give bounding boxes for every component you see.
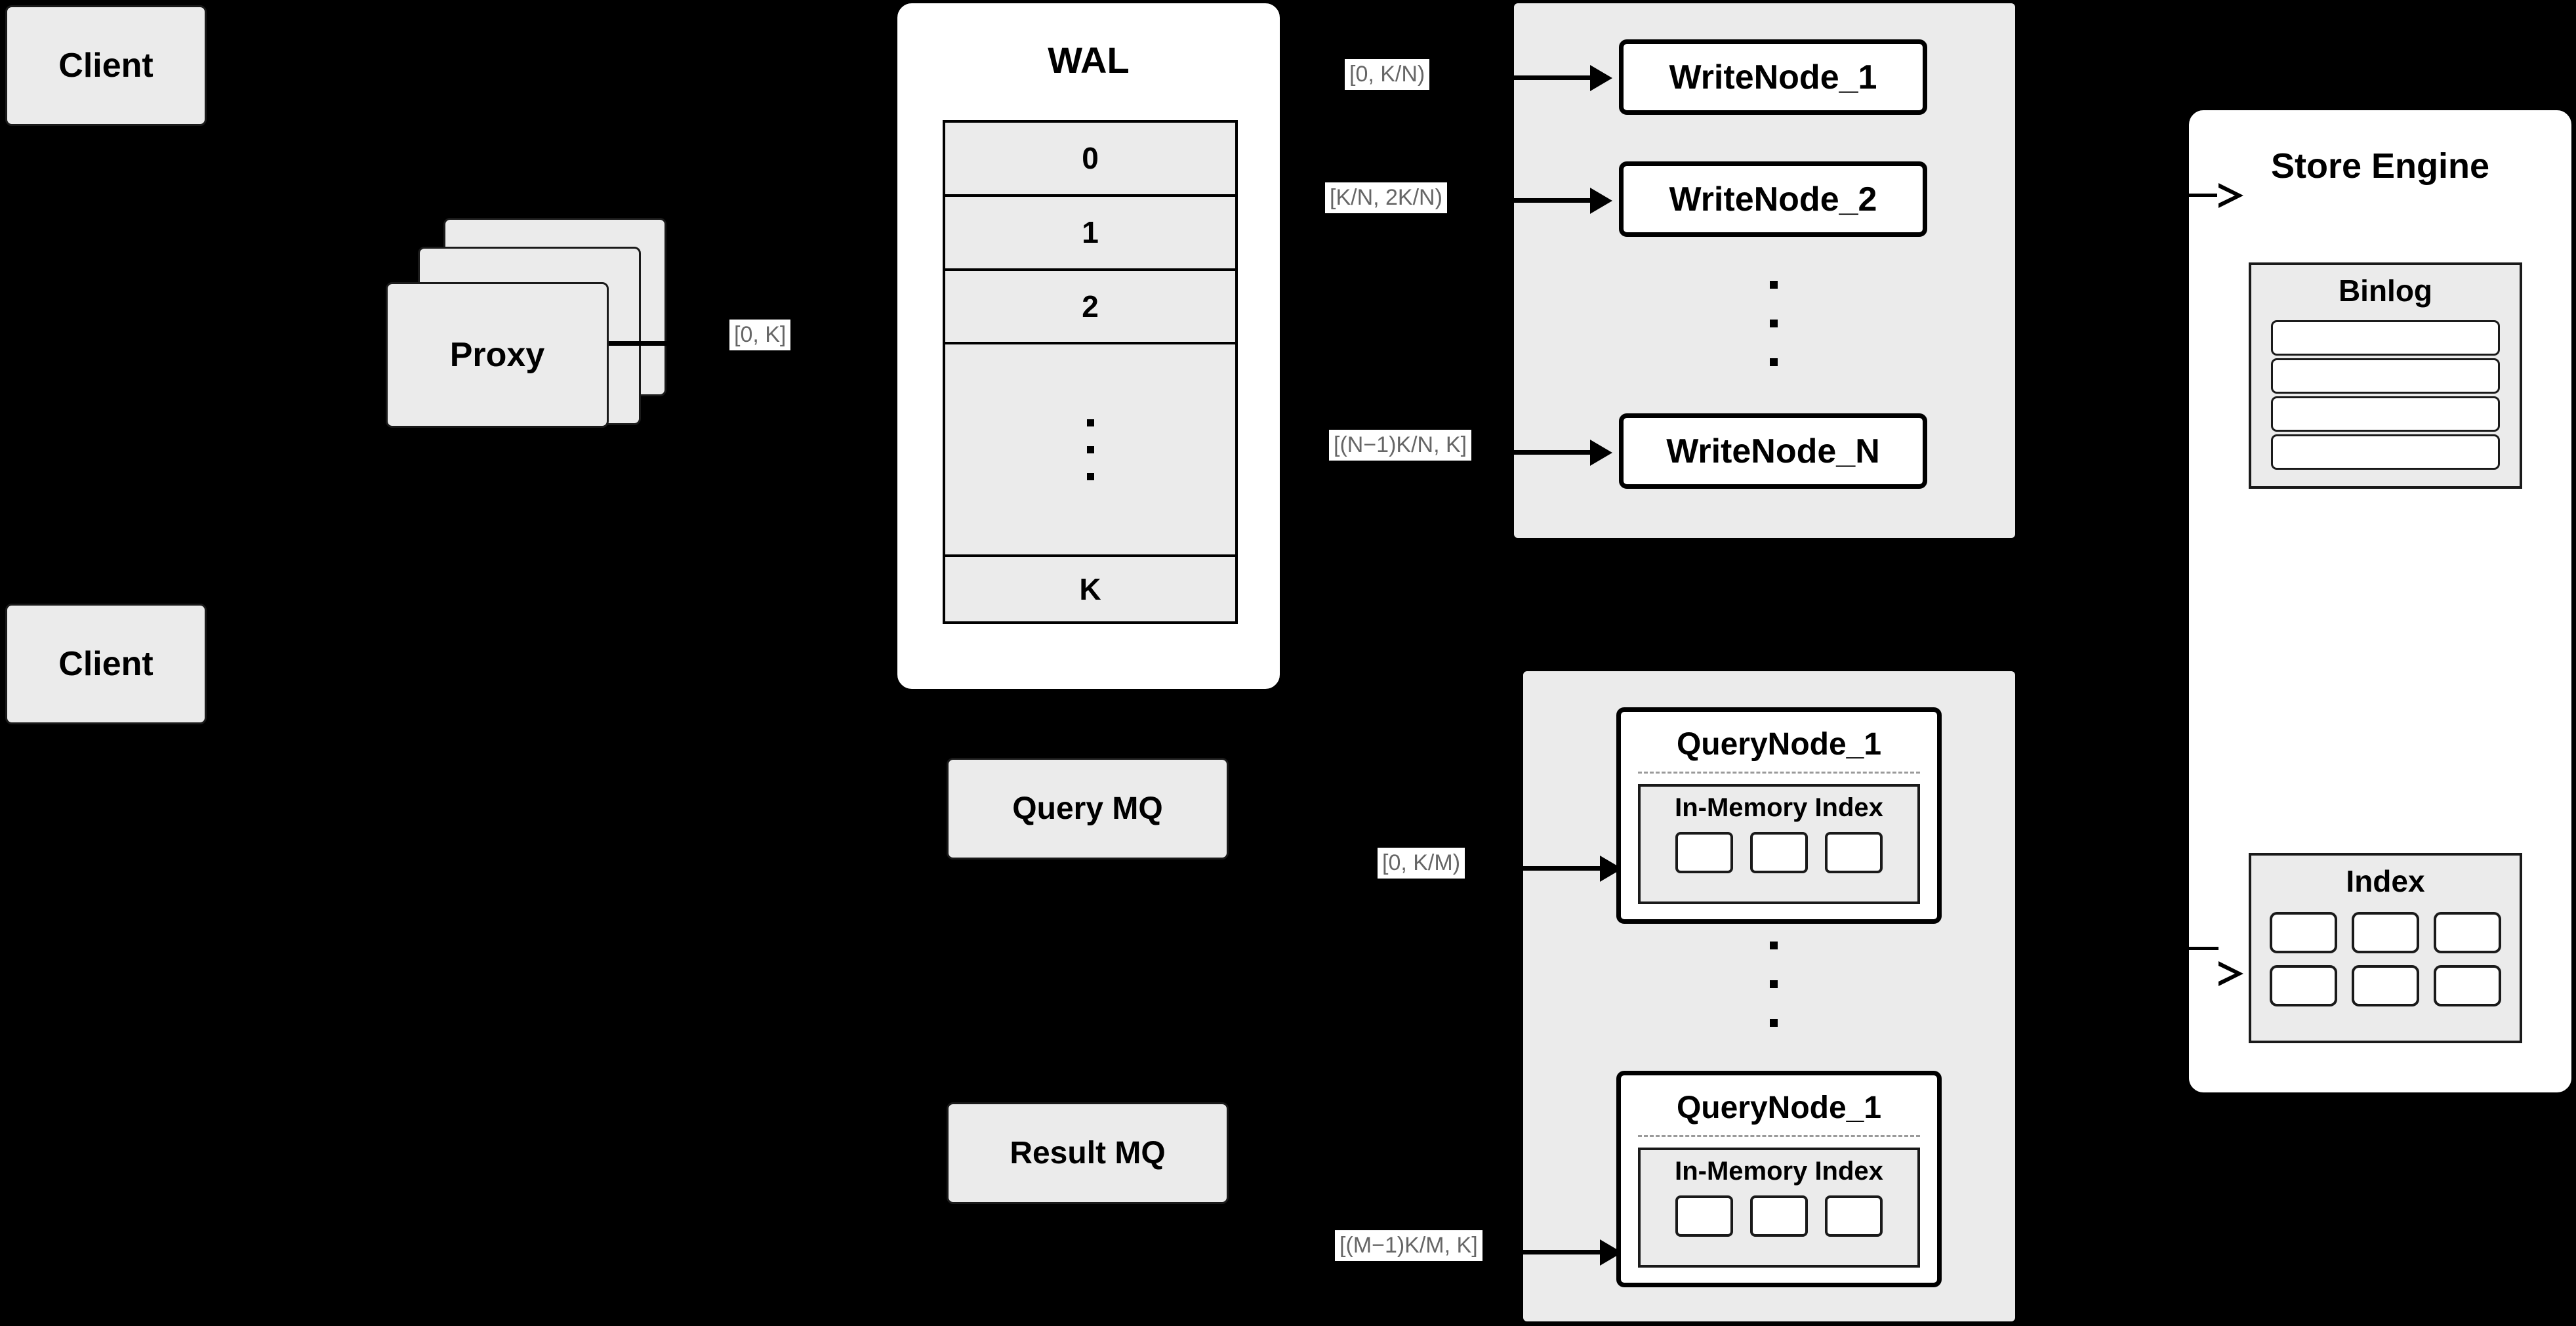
query-node-m-inmemory-index: In-Memory Index xyxy=(1638,1148,1920,1268)
index-cell[interactable] xyxy=(2270,912,2337,953)
query-node-1[interactable]: QueryNode_1 In-Memory Index xyxy=(1616,707,1942,924)
ellipsis-dot-icon xyxy=(1770,281,1778,289)
query-mq-node[interactable]: Query MQ xyxy=(947,758,1229,860)
write-node-1-label: WriteNode_1 xyxy=(1669,58,1877,96)
index-group: Index xyxy=(2249,853,2522,1043)
write-node-2-arrow-line xyxy=(1509,198,1590,203)
write-node-n-range-label: [(N−1)K/N, K] xyxy=(1329,430,1472,461)
binlog-row[interactable] xyxy=(2271,358,2500,394)
index-cell[interactable] xyxy=(1825,832,1883,873)
write-node-n-arrow-head-icon xyxy=(1590,440,1612,466)
query-node-m[interactable]: QueryNode_1 In-Memory Index xyxy=(1616,1071,1942,1287)
write-node-n[interactable]: WriteNode_N xyxy=(1619,413,1927,489)
index-cell[interactable] xyxy=(2434,912,2501,953)
write-node-1-arrow-line xyxy=(1509,75,1590,80)
write-node-1-arrow-head-icon xyxy=(1590,65,1612,91)
query-node-1-inmemory-index: In-Memory Index xyxy=(1638,784,1920,904)
wal-ellipsis xyxy=(945,344,1235,557)
write-node-1[interactable]: WriteNode_1 xyxy=(1619,39,1927,115)
query-cluster-ellipsis xyxy=(1769,942,1778,1027)
write-node-2-range-label: [K/N, 2K/N) xyxy=(1325,182,1447,214)
query-node-1-index-title: In-Memory Index xyxy=(1675,793,1883,822)
client-node-1[interactable]: Client xyxy=(5,5,207,126)
ellipsis-dot-icon xyxy=(1770,980,1778,988)
index-cell[interactable] xyxy=(2270,965,2337,1006)
write-node-1-range-label: [0, K/N) xyxy=(1345,59,1430,91)
query-mq-label: Query MQ xyxy=(1012,791,1163,826)
write-node-2[interactable]: WriteNode_2 xyxy=(1619,161,1927,237)
client-node-2-label: Client xyxy=(58,645,153,683)
write-node-2-label: WriteNode_2 xyxy=(1669,180,1877,218)
wal-entry-2[interactable]: 2 xyxy=(945,271,1235,345)
query-node-m-divider xyxy=(1638,1135,1920,1137)
wal-title: WAL xyxy=(1048,39,1130,81)
ellipsis-dot-icon xyxy=(1770,942,1778,949)
wal-entry-1[interactable]: 1 xyxy=(945,197,1235,271)
binlog-row[interactable] xyxy=(2271,396,2500,432)
proxy-node-label: Proxy xyxy=(449,336,545,374)
binlog-inbound-arrow-head-icon xyxy=(2217,183,2243,208)
query-node-m-label: QueryNode_1 xyxy=(1676,1090,1882,1125)
ellipsis-dot-icon xyxy=(1770,320,1778,327)
query-node-1-divider xyxy=(1638,772,1920,774)
wal-table: 0 1 2 K xyxy=(943,120,1238,624)
store-engine-title: Store Engine xyxy=(2270,146,2490,186)
binlog-row[interactable] xyxy=(2271,320,2500,356)
index-cell[interactable] xyxy=(2352,965,2419,1006)
write-node-n-label: WriteNode_N xyxy=(1666,432,1880,470)
binlog-row[interactable] xyxy=(2271,434,2500,470)
proxy-range-label: [0, K] xyxy=(729,320,791,351)
index-cell[interactable] xyxy=(1750,1195,1808,1237)
index-cell[interactable] xyxy=(1750,832,1808,873)
index-cell[interactable] xyxy=(1675,832,1733,873)
binlog-title: Binlog xyxy=(2338,274,2433,308)
ellipsis-dot-icon xyxy=(1770,358,1778,366)
write-cluster-ellipsis xyxy=(1769,281,1778,366)
index-cell[interactable] xyxy=(2434,965,2501,1006)
binlog-group: Binlog xyxy=(2249,262,2522,489)
wal-entry-k[interactable]: K xyxy=(1079,572,1101,607)
proxy-node[interactable]: Proxy xyxy=(386,282,609,428)
index-cell[interactable] xyxy=(2352,912,2419,953)
wal-entry-0[interactable]: 0 xyxy=(945,123,1235,197)
ellipsis-dot-icon xyxy=(1086,419,1094,426)
result-mq-label: Result MQ xyxy=(1010,1136,1166,1171)
ellipsis-dot-icon xyxy=(1086,445,1094,453)
client-node-1-label: Client xyxy=(58,47,153,85)
query-node-m-range-label: [(M−1)K/M, K] xyxy=(1335,1230,1482,1262)
ellipsis-dot-icon xyxy=(1086,472,1094,480)
query-node-m-arrow-line xyxy=(1519,1250,1600,1254)
index-inbound-line xyxy=(2166,947,2218,950)
result-mq-node[interactable]: Result MQ xyxy=(947,1102,1229,1204)
index-cell[interactable] xyxy=(1675,1195,1733,1237)
index-cell[interactable] xyxy=(1825,1195,1883,1237)
binlog-inbound-line xyxy=(2166,194,2218,197)
query-node-1-range-label: [0, K/M) xyxy=(1378,848,1465,879)
ellipsis-dot-icon xyxy=(1770,1019,1778,1027)
write-node-n-arrow-line xyxy=(1509,450,1590,455)
write-node-2-arrow-head-icon xyxy=(1590,188,1612,214)
client-node-2[interactable]: Client xyxy=(5,604,207,724)
query-node-m-index-title: In-Memory Index xyxy=(1675,1157,1883,1186)
index-inbound-arrow-head-icon xyxy=(2217,961,2243,986)
query-node-1-arrow-line xyxy=(1519,866,1600,871)
proxy-to-wal-line xyxy=(609,341,735,346)
query-node-1-label: QueryNode_1 xyxy=(1676,727,1882,762)
index-title: Index xyxy=(2346,864,2425,898)
